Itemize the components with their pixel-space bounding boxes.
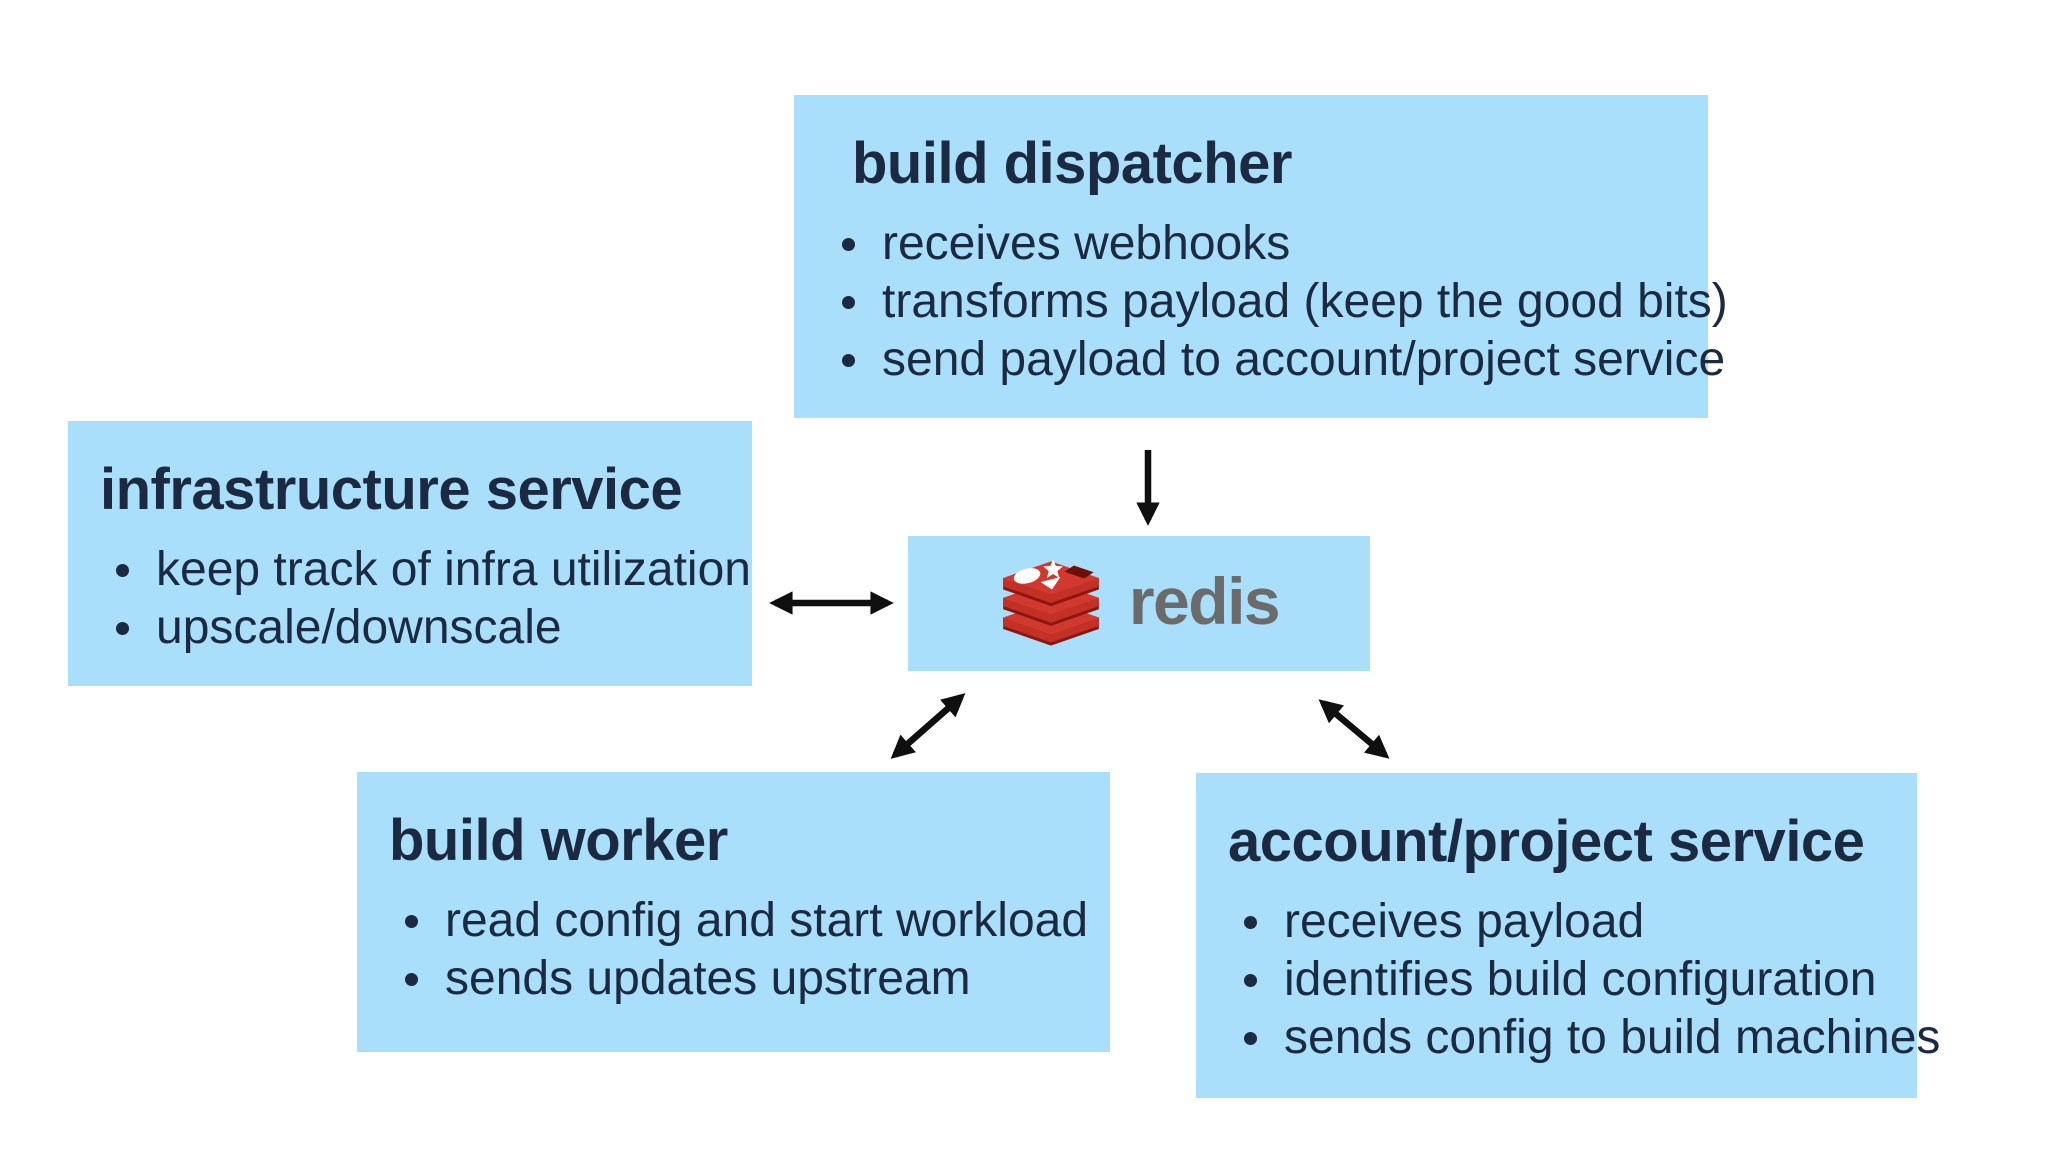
bullet-item: sends updates upstream: [357, 950, 1110, 1008]
node-build-worker: build worker read config and start workl…: [357, 772, 1110, 1052]
bullet-list: keep track of infra utilization upscale/…: [68, 541, 752, 657]
bullet-item: identifies build configuration: [1196, 951, 1917, 1009]
node-redis: redis: [908, 536, 1370, 671]
node-title: account/project service: [1228, 809, 1865, 874]
bullet-list: receives webhooks transforms payload (ke…: [794, 215, 1728, 389]
node-title: build dispatcher: [852, 131, 1292, 196]
redis-wordmark: redis: [1128, 563, 1281, 638]
node-title: build worker: [389, 808, 728, 873]
bullet-item: transforms payload (keep the good bits): [794, 273, 1728, 331]
node-build-dispatcher: build dispatcher receives webhooks trans…: [794, 95, 1728, 418]
bullet-item: keep track of infra utilization: [68, 541, 752, 599]
node-infrastructure-service: infrastructure service keep track of inf…: [68, 421, 752, 686]
arrow-account-redis-twoway: [1318, 699, 1390, 759]
redis-logo-icon: [1003, 559, 1099, 646]
bullet-item: receives webhooks: [794, 215, 1708, 273]
bullet-list: read config and start workload sends upd…: [357, 892, 1110, 1008]
bullet-item: sends config to build machines: [1196, 1009, 1940, 1067]
bullet-item: upscale/downscale: [68, 599, 752, 657]
bullet-item: receives payload: [1196, 893, 1917, 951]
bullet-list: receives payload identifies build config…: [1196, 893, 1940, 1067]
node-title: infrastructure service: [100, 457, 683, 522]
arrow-worker-redis-twoway: [890, 693, 966, 759]
bullet-item: read config and start workload: [357, 892, 1110, 950]
bullet-item: send payload to account/project service: [794, 331, 1725, 389]
node-account-project-service: account/project service receives payload…: [1196, 773, 1940, 1098]
